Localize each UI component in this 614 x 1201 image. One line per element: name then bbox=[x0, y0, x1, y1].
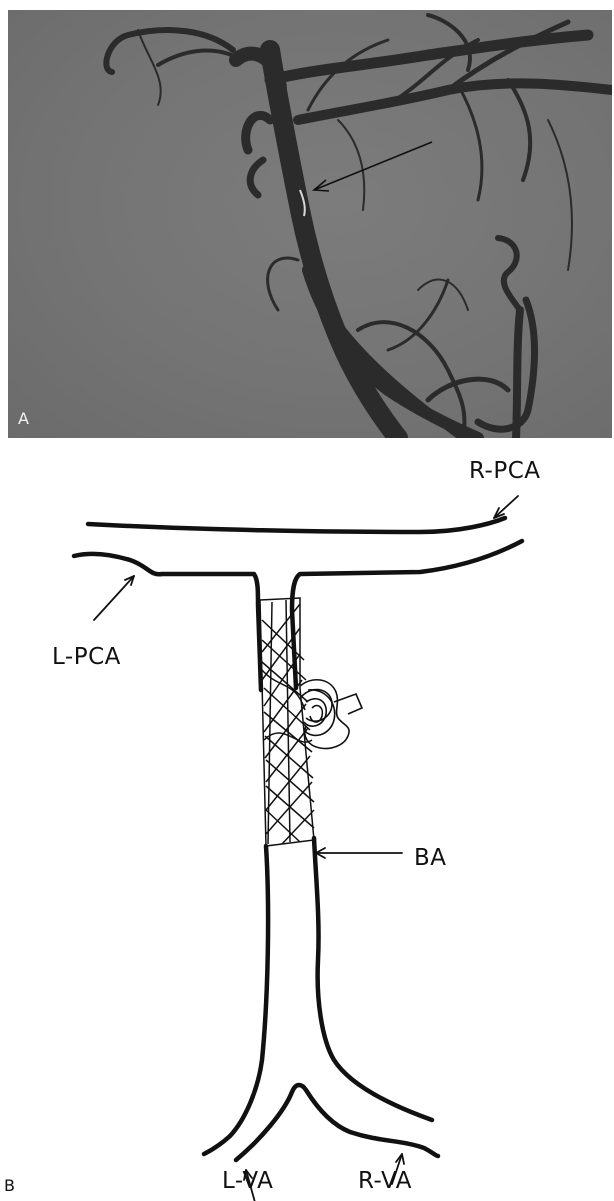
ba-left-wall bbox=[204, 846, 268, 1154]
schematic-diagram: B bbox=[0, 440, 614, 1201]
l-pca-label: L-PCA bbox=[52, 644, 121, 670]
panel-letter-b: B bbox=[4, 1176, 15, 1195]
pca-top-wall bbox=[88, 518, 505, 532]
ba-right-wall bbox=[314, 838, 432, 1120]
pca-lower-right-wall bbox=[292, 541, 522, 688]
stent-mesh bbox=[260, 598, 314, 846]
l-va-label: L-VA bbox=[222, 1168, 273, 1194]
bifurcation-wall bbox=[236, 1085, 438, 1160]
r-pca-label: R-PCA bbox=[469, 458, 541, 484]
angiogram-image: A bbox=[8, 10, 612, 438]
l-pca-arrow bbox=[94, 576, 134, 620]
r-va-label: R-VA bbox=[358, 1168, 412, 1194]
r-pca-arrow bbox=[494, 496, 518, 518]
panel-letter-a: A bbox=[18, 409, 29, 428]
angiogram-vessels bbox=[8, 10, 612, 438]
ba-label: BA bbox=[414, 845, 447, 871]
vessel-schematic bbox=[0, 440, 614, 1201]
aneurysm-coil bbox=[300, 680, 362, 749]
